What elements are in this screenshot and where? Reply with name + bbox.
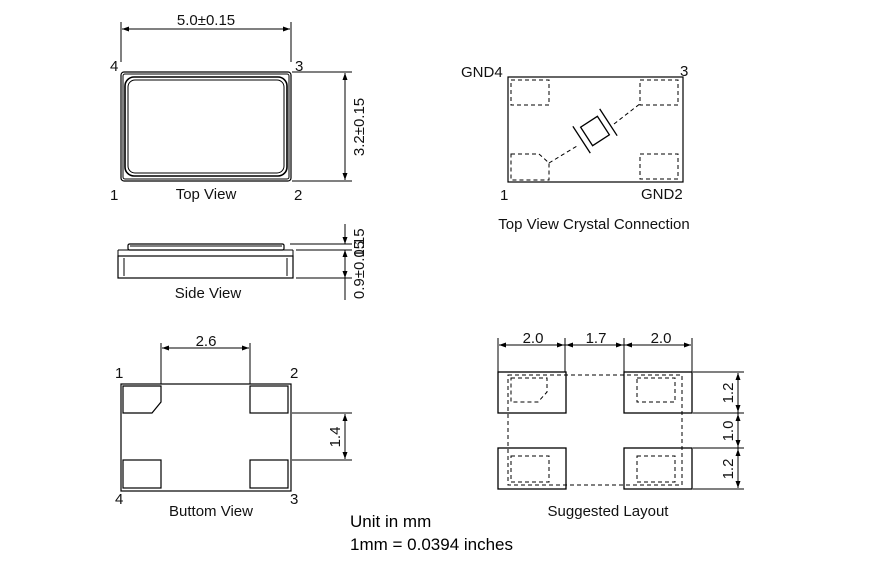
crystal-connection-caption: Top View Crystal Connection — [498, 216, 689, 233]
layout-package-dashed-body — [507, 374, 683, 486]
conversion-note: 1mm = 0.0394 inches — [350, 535, 514, 554]
side-view-small-dim: 0.15 — [351, 228, 368, 257]
crystal-pad-gnd2 — [639, 153, 679, 180]
layout-height-dim-2: 1.0 — [720, 421, 737, 442]
bottom-view-pad-2 — [249, 385, 289, 414]
top-view-height-dim: 3.2±0.15 — [351, 98, 368, 156]
layout-pad-1-dashed — [510, 377, 548, 403]
crystal-pin-gnd4: GND4 — [461, 64, 503, 81]
bottom-view-pin-2: 2 — [290, 365, 298, 382]
crystal-connection-pads — [510, 79, 679, 181]
top-view-width-dim: 5.0±0.15 — [177, 12, 235, 29]
side-view-height-arrow — [342, 271, 348, 278]
layout-height-dim-1: 1.2 — [720, 383, 737, 404]
side-view-lid — [127, 243, 285, 251]
bottom-view-height-dim: 1.4 — [327, 427, 344, 448]
crystal-body — [579, 115, 611, 147]
layout-width-dim-1: 2.0 — [523, 330, 544, 347]
bottom-view-pin-1: 1 — [115, 365, 123, 382]
layout-land-2 — [623, 371, 693, 414]
top-view-pin-3: 3 — [295, 58, 303, 75]
top-view-body-inner — [122, 73, 290, 180]
crystal-symbol — [572, 108, 618, 154]
layout-width-dim-3: 2.0 — [651, 330, 672, 347]
side-view-caption: Side View — [175, 285, 242, 302]
side-view-height-dim: 0.9±0.15 — [351, 241, 368, 299]
crystal-wire-left — [548, 145, 578, 164]
crystal-pad-1 — [510, 153, 550, 181]
layout-pad-4-dashed — [510, 455, 550, 483]
bottom-view-body — [120, 383, 292, 492]
layout-land-1 — [497, 371, 567, 414]
crystal-pin-1: 1 — [500, 187, 508, 204]
bottom-view-pad-4 — [122, 459, 162, 489]
top-view-body-outline — [120, 71, 292, 182]
bottom-view-pad-3 — [249, 459, 289, 489]
top-view-lid-inner — [127, 79, 285, 174]
crystal-plate-right — [599, 108, 618, 137]
bottom-view-pad-1 — [122, 385, 162, 414]
side-view-base — [117, 255, 294, 279]
layout-width-dim-2: 1.7 — [586, 330, 607, 347]
suggested-layout-caption: Suggested Layout — [548, 503, 670, 520]
bottom-view-spacing-dim: 2.6 — [196, 333, 217, 350]
crystal-connection-view: GND4 3 1 GND2 Top View Crystal Connectio… — [461, 63, 690, 233]
layout-land-4 — [497, 447, 567, 490]
crystal-wire-right — [613, 102, 642, 125]
layout-height-dim-3: 1.2 — [720, 459, 737, 480]
top-view-pin-2: 2 — [294, 187, 302, 204]
layout-land-3 — [623, 447, 693, 490]
crystal-pin-3: 3 — [680, 63, 688, 80]
bottom-view-pin-3: 3 — [290, 491, 298, 508]
top-view-caption: Top View — [176, 186, 237, 203]
bottom-view: 2.6 1.4 1 2 3 4 Buttom View — [115, 333, 352, 520]
crystal-plate-left — [572, 125, 591, 154]
side-view: 0.15 0.9±0.15 Side View — [117, 224, 368, 302]
top-view: 5.0±0.15 3.2±0.15 1 2 3 4 Top View — [110, 12, 368, 204]
unit-note: Unit in mm — [350, 512, 432, 531]
top-view-pin-1: 1 — [110, 187, 118, 204]
suggested-layout-view: 2.0 1.7 2.0 1.2 1.0 1.2 Suggested Layout — [497, 330, 744, 520]
bottom-view-caption: Buttom View — [169, 503, 253, 520]
bottom-view-pin-4: 4 — [115, 491, 123, 508]
layout-pad-2-dashed — [636, 377, 676, 403]
top-view-pin-4: 4 — [110, 58, 118, 75]
crystal-pad-3 — [639, 79, 679, 106]
crystal-pin-gnd2: GND2 — [641, 186, 683, 203]
top-view-lid-outline — [124, 76, 288, 177]
layout-package-outline — [507, 374, 683, 486]
crystal-connection-body — [507, 76, 684, 183]
crystal-pad-gnd4 — [510, 79, 550, 106]
layout-pad-3-dashed — [636, 455, 676, 483]
